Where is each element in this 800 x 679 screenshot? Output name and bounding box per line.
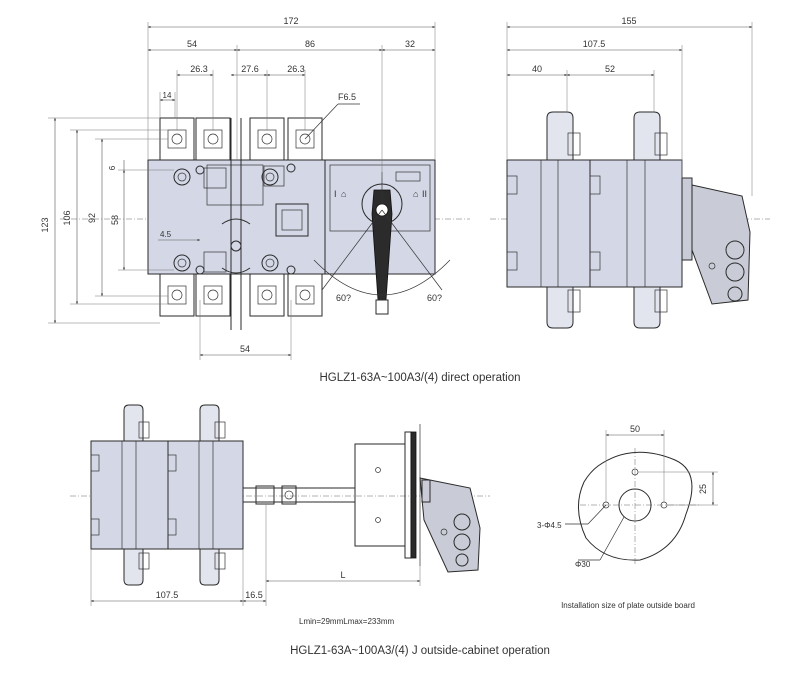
dim-height-123: 123 [40, 217, 50, 232]
plate-outline [578, 451, 693, 561]
caption-outside-operation: HGLZ1-63A~100A3/(4) J outside-cabinet op… [290, 645, 550, 657]
dim-overall-width: 172 [283, 16, 298, 26]
dim-plate-height: 25 [698, 484, 708, 494]
outside-handle[interactable] [419, 477, 481, 573]
angle-left-label: 60? [336, 293, 351, 303]
dim-right-part: 32 [405, 39, 415, 49]
bottom-terminals [159, 273, 323, 317]
outside-body-left [90, 440, 169, 550]
center-window [275, 203, 309, 237]
switch-body-front [147, 159, 326, 275]
dim-small-6: 6 [108, 165, 117, 170]
dim-small-4-5: 4.5 [160, 230, 172, 239]
side-body-right [589, 159, 683, 288]
dim-plate-width: 50 [630, 424, 640, 434]
center-bore [618, 488, 652, 522]
rotary-handle[interactable] [361, 172, 403, 315]
caption-direct-operation: HGLZ1-63A~100A3/(4) direct operation [319, 372, 520, 384]
front-view: I ⌂ ⌂ II 60? 60? 172 54 86 32 26.3 27.6 … [40, 16, 521, 384]
dim-height-92: 92 [87, 213, 97, 223]
shaft-length-range: Lmin=29mmLmax=233mm [299, 617, 394, 626]
svg-text:⌂: ⌂ [341, 189, 346, 199]
dim-mid-part: 86 [305, 39, 315, 49]
dim-outside-gap: 16.5 [245, 590, 263, 600]
dim-pitch-a: 26.3 [190, 64, 208, 74]
dim-pitch-c: 26.3 [287, 64, 305, 74]
dim-bottom-54: 54 [240, 344, 250, 354]
position-one-label: I [334, 189, 337, 199]
dim-fixing-hole: F6.5 [338, 92, 356, 102]
side-handle[interactable] [691, 184, 751, 305]
caption-plate: Installation size of plate outside board [561, 601, 695, 610]
dim-small-14: 14 [163, 91, 172, 100]
outside-body-right [167, 440, 244, 550]
position-two-label: II [422, 189, 427, 199]
dim-height-58: 58 [110, 215, 120, 225]
dim-left-part: 54 [187, 39, 197, 49]
dim-side-a: 40 [532, 64, 542, 74]
side-view: 155 107.5 40 52 [490, 16, 770, 329]
dim-shaft-length: L [340, 570, 345, 580]
dim-pitch-b: 27.6 [241, 64, 259, 74]
dim-outside-body: 107.5 [156, 590, 179, 600]
angle-right-label: 60? [427, 293, 442, 303]
plate-view: 50 25 3-Φ4.5 Φ30 Installation size of pl… [537, 424, 718, 610]
dim-height-106: 106 [62, 210, 72, 225]
dim-side-overall: 155 [621, 16, 636, 26]
cabinet-door [410, 431, 417, 559]
dim-side-body: 107.5 [583, 39, 606, 49]
side-body-left [506, 159, 591, 288]
extension-shaft [242, 487, 356, 503]
svg-text:⌂: ⌂ [413, 189, 418, 199]
dim-plate-center: Φ30 [575, 560, 591, 569]
dim-plate-holes: 3-Φ4.5 [537, 521, 562, 530]
dim-side-b: 52 [605, 64, 615, 74]
outside-cabinet-view: 107.5 16.5 L Lmin=29mmLmax=233mm HGLZ1-6… [70, 404, 550, 657]
